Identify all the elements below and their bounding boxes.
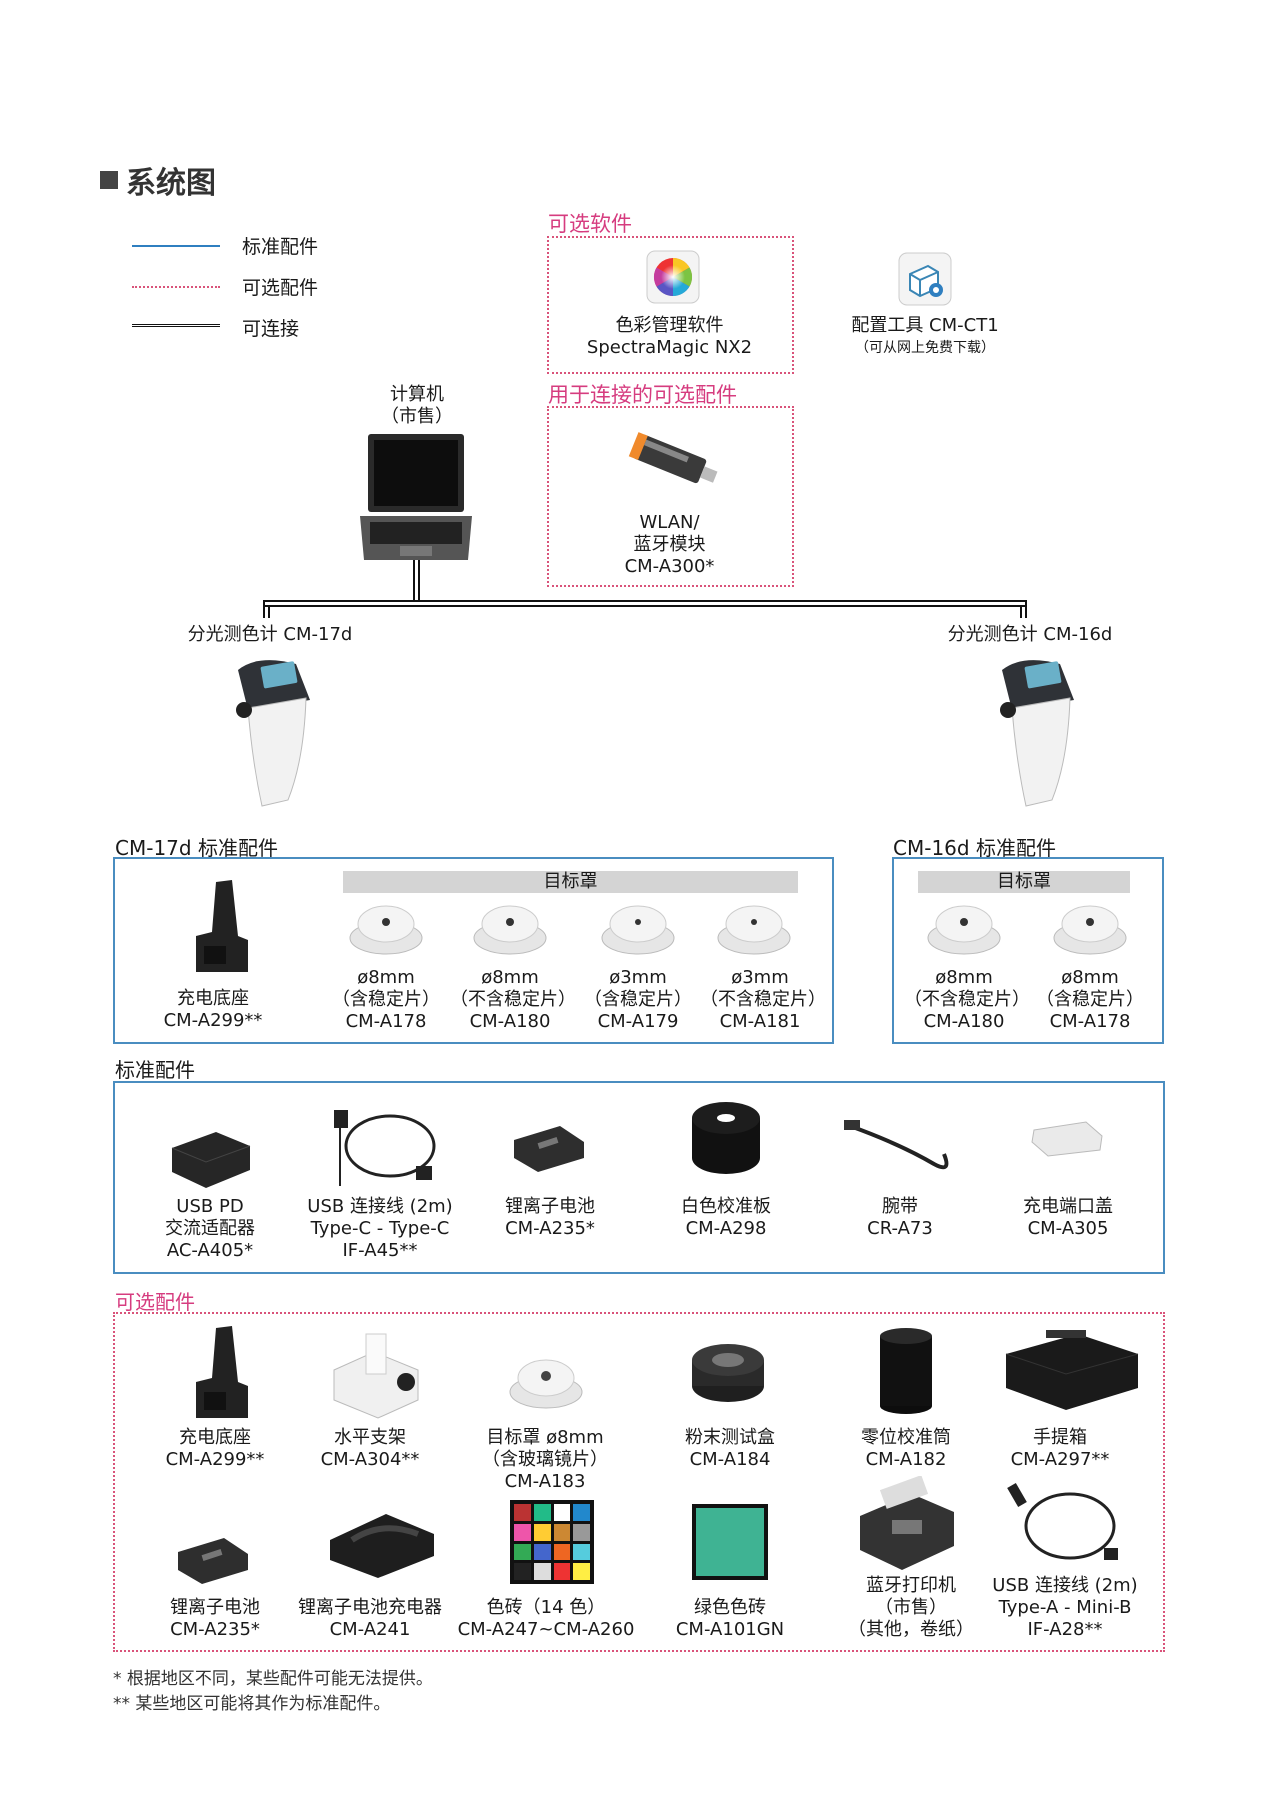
cm16d-instrument-image (1000, 660, 1074, 807)
cm17d-std-label: CM-17d 标准配件 (115, 836, 278, 860)
mask-image-1 (349, 905, 423, 955)
spectramagic-icon (646, 250, 700, 304)
cm17d-std-box (113, 857, 834, 1044)
wire-horizontal-1 (263, 600, 1027, 602)
wlan-module-image (628, 432, 718, 484)
usb-pd-adapter-image (171, 1132, 251, 1188)
opt-charging-cradle-image (196, 1326, 248, 1418)
wire-right-drop-2 (1020, 605, 1022, 618)
bullet-square-icon (100, 171, 118, 189)
color-tiles-image (510, 1500, 594, 1584)
opt-li-ion-battery-image (178, 1538, 248, 1584)
glass-mask-image (509, 1359, 583, 1409)
cm16d-mask-1-label: ø8mm（不含稳定片）CM-A180 (904, 967, 1030, 1032)
std-accessories-label: 标准配件 (115, 1058, 195, 1082)
legend-standard: 标准配件 (132, 232, 318, 259)
software-box (547, 236, 794, 374)
wire-computer-v1 (413, 560, 415, 602)
charging-port-cover-image (1031, 1121, 1103, 1157)
cm17d-mask-1-label: ø8mm（含稳定片）CM-A178 (332, 967, 440, 1032)
software-section-label: 可选软件 (548, 212, 632, 236)
legend-optional: 可选配件 (132, 273, 318, 300)
li-ion-battery-image (514, 1126, 584, 1172)
zero-calibration-box-image (880, 1328, 932, 1414)
connection-section-label: 用于连接的可选配件 (548, 383, 737, 407)
mask-image-4 (717, 905, 791, 955)
powder-cell-image (692, 1344, 764, 1402)
cm16d-mask-image-1 (927, 905, 1001, 955)
footnote-2: ** 某些地区可能将其作为标准配件。 (113, 1694, 391, 1714)
opt-r1-item-3-label: 目标罩 ø8mm（含玻璃镜片）CM-A183 (482, 1427, 608, 1492)
cm17d-target-mask-header: 目标罩 (343, 871, 798, 893)
wire-horizontal-2 (263, 605, 1027, 607)
config-tool-label: 配置工具 CM-CT1（可从网上免费下载） (851, 315, 999, 356)
usb-mini-b-cable-image (1007, 1482, 1118, 1560)
wrist-strap-image (844, 1120, 949, 1170)
hard-case-image (1005, 1330, 1139, 1410)
green-tile-image (692, 1504, 768, 1580)
mask-image-3 (601, 905, 675, 955)
footnote-1: * 根据地区不同，某些配件可能无法提供。 (113, 1669, 433, 1689)
optional-accessories-label: 可选配件 (115, 1290, 195, 1314)
std-accessories-box (113, 1081, 1165, 1274)
page-title: 系统图 (100, 158, 216, 202)
config-tool-icon (898, 252, 952, 306)
optional-accessories-box (113, 1312, 1165, 1652)
laptop-image (360, 434, 472, 560)
legend-connectable: 可连接 (132, 314, 299, 341)
cm17d-mask-4-label: ø3mm（不含稳定片）CM-A181 (700, 967, 826, 1032)
opt-r2-item-5-label: 蓝牙打印机（市售）（其他，卷纸） (848, 1575, 974, 1640)
wire-computer-v2 (418, 560, 420, 602)
wire-right-drop-1 (1025, 600, 1027, 618)
opt-r2-item-3-label: 色砖（14 色）CM-A247~CM-A260 (457, 1597, 635, 1640)
charging-cradle-image (196, 880, 248, 972)
cm17d-instrument-image (236, 660, 310, 807)
cm16d-mask-2-label: ø8mm（含稳定片）CM-A178 (1036, 967, 1144, 1032)
computer-label: 计算机（市售） (381, 384, 453, 427)
mask-image-2 (473, 905, 547, 955)
instrument-left-label: 分光测色计 CM-17d (187, 624, 353, 645)
cm17d-mask-2-label: ø8mm（不含稳定片）CM-A180 (450, 967, 576, 1032)
cm16d-target-mask-header: 目标罩 (918, 871, 1130, 893)
wire-left-drop-1 (263, 600, 265, 618)
battery-charger-image (330, 1514, 434, 1578)
wire-left-drop-2 (268, 605, 270, 618)
cm16d-mask-image-2 (1053, 905, 1127, 955)
connection-box (547, 406, 794, 587)
bluetooth-printer-image (860, 1476, 954, 1570)
cm16d-std-box (892, 857, 1164, 1044)
instrument-right-label: 分光测色计 CM-16d (947, 624, 1113, 645)
white-calibration-plate-image (692, 1102, 760, 1174)
cm17d-mask-3-label: ø3mm（含稳定片）CM-A179 (584, 967, 692, 1032)
horizontal-stand-image (333, 1333, 419, 1419)
cm16d-std-label: CM-16d 标准配件 (893, 836, 1056, 860)
usb-c-cable-image (334, 1110, 436, 1186)
